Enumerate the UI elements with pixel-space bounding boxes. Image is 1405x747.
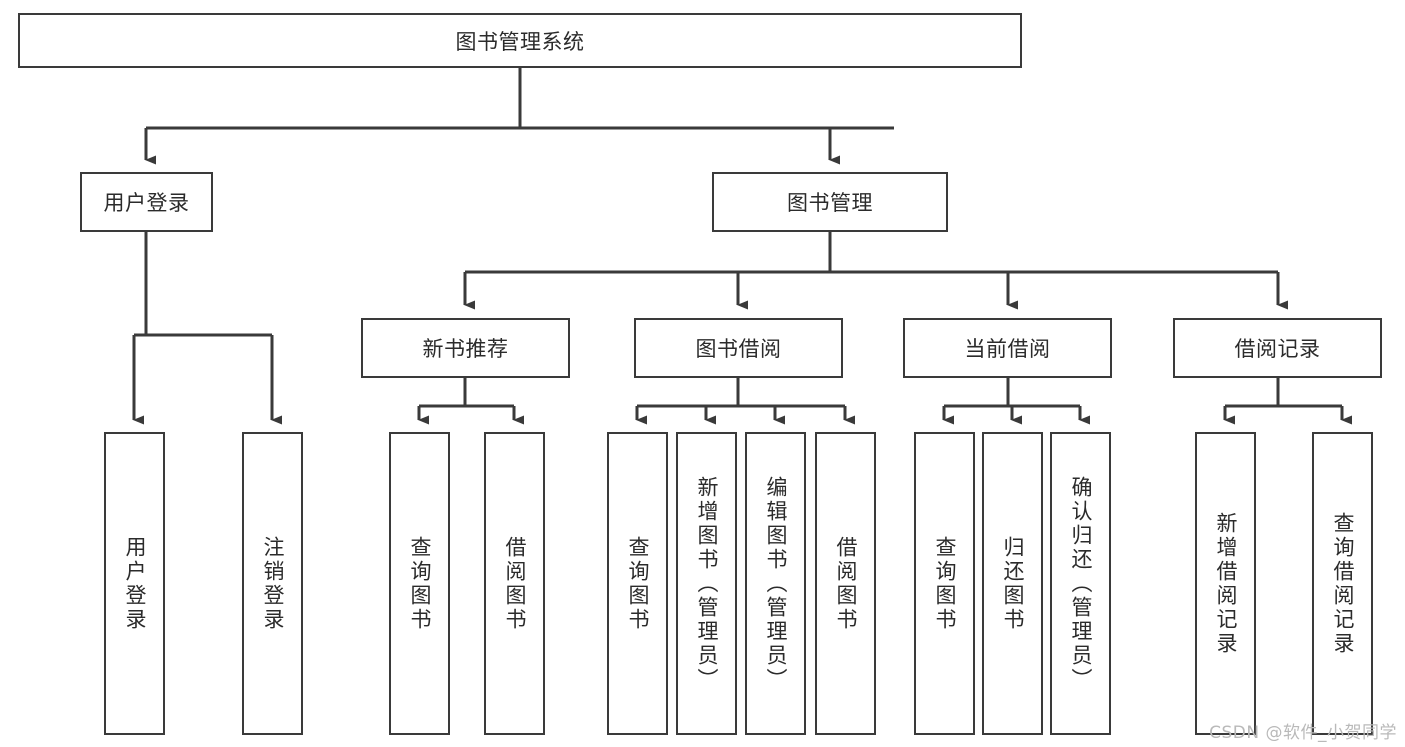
node-new-book-recommend-label: 新书推荐 xyxy=(422,337,509,361)
node-book-borrow-label: 图书借阅 xyxy=(695,337,782,361)
node-borrow-record-label: 借阅记录 xyxy=(1234,337,1321,361)
node-leaf-logout-label: 注销登录 xyxy=(261,535,285,632)
node-book-management-label: 图书管理 xyxy=(787,191,873,215)
node-leaf-borrow-book-label: 借阅图书 xyxy=(834,535,858,632)
node-leaf-edit-book-admin-label: 编辑图书（管理员） xyxy=(764,475,788,692)
node-book-management[interactable]: 图书管理 xyxy=(712,172,948,232)
node-leaf-borrow-query-book-label: 查询图书 xyxy=(626,535,650,632)
node-current-borrow[interactable]: 当前借阅 xyxy=(903,318,1112,378)
node-root[interactable]: 图书管理系统 xyxy=(18,13,1022,68)
node-leaf-new-query-book[interactable]: 查询图书 xyxy=(389,432,450,735)
node-leaf-query-borrow-record[interactable]: 查询借阅记录 xyxy=(1312,432,1373,735)
node-leaf-return-book[interactable]: 归还图书 xyxy=(982,432,1043,735)
node-leaf-user-login-label: 用户登录 xyxy=(123,535,147,632)
node-user-login[interactable]: 用户登录 xyxy=(80,172,213,232)
watermark: CSDN @软件_小贺同学 xyxy=(1209,723,1397,743)
node-leaf-add-book-admin[interactable]: 新增图书（管理员） xyxy=(676,432,737,735)
node-user-login-label: 用户登录 xyxy=(103,191,190,215)
node-leaf-user-login[interactable]: 用户登录 xyxy=(104,432,165,735)
node-leaf-new-borrow-book[interactable]: 借阅图书 xyxy=(484,432,545,735)
node-borrow-record[interactable]: 借阅记录 xyxy=(1173,318,1382,378)
node-leaf-current-query-book[interactable]: 查询图书 xyxy=(914,432,975,735)
node-leaf-borrow-query-book[interactable]: 查询图书 xyxy=(607,432,668,735)
node-leaf-add-borrow-record[interactable]: 新增借阅记录 xyxy=(1195,432,1256,735)
node-leaf-add-book-admin-label: 新增图书（管理员） xyxy=(695,475,719,692)
node-leaf-current-query-book-label: 查询图书 xyxy=(933,535,957,632)
node-leaf-logout[interactable]: 注销登录 xyxy=(242,432,303,735)
node-leaf-add-borrow-record-label: 新增借阅记录 xyxy=(1214,511,1238,656)
node-leaf-return-book-label: 归还图书 xyxy=(1001,535,1025,632)
node-leaf-confirm-return-admin[interactable]: 确认归还（管理员） xyxy=(1050,432,1111,735)
node-book-borrow[interactable]: 图书借阅 xyxy=(634,318,843,378)
node-leaf-query-borrow-record-label: 查询借阅记录 xyxy=(1331,511,1355,656)
node-root-label: 图书管理系统 xyxy=(455,29,585,54)
node-leaf-confirm-return-admin-label: 确认归还（管理员） xyxy=(1069,475,1093,692)
node-leaf-new-query-book-label: 查询图书 xyxy=(408,535,432,632)
node-leaf-new-borrow-book-label: 借阅图书 xyxy=(503,535,527,632)
node-leaf-edit-book-admin[interactable]: 编辑图书（管理员） xyxy=(745,432,806,735)
node-leaf-borrow-book[interactable]: 借阅图书 xyxy=(815,432,876,735)
node-current-borrow-label: 当前借阅 xyxy=(964,337,1051,361)
node-new-book-recommend[interactable]: 新书推荐 xyxy=(361,318,570,378)
